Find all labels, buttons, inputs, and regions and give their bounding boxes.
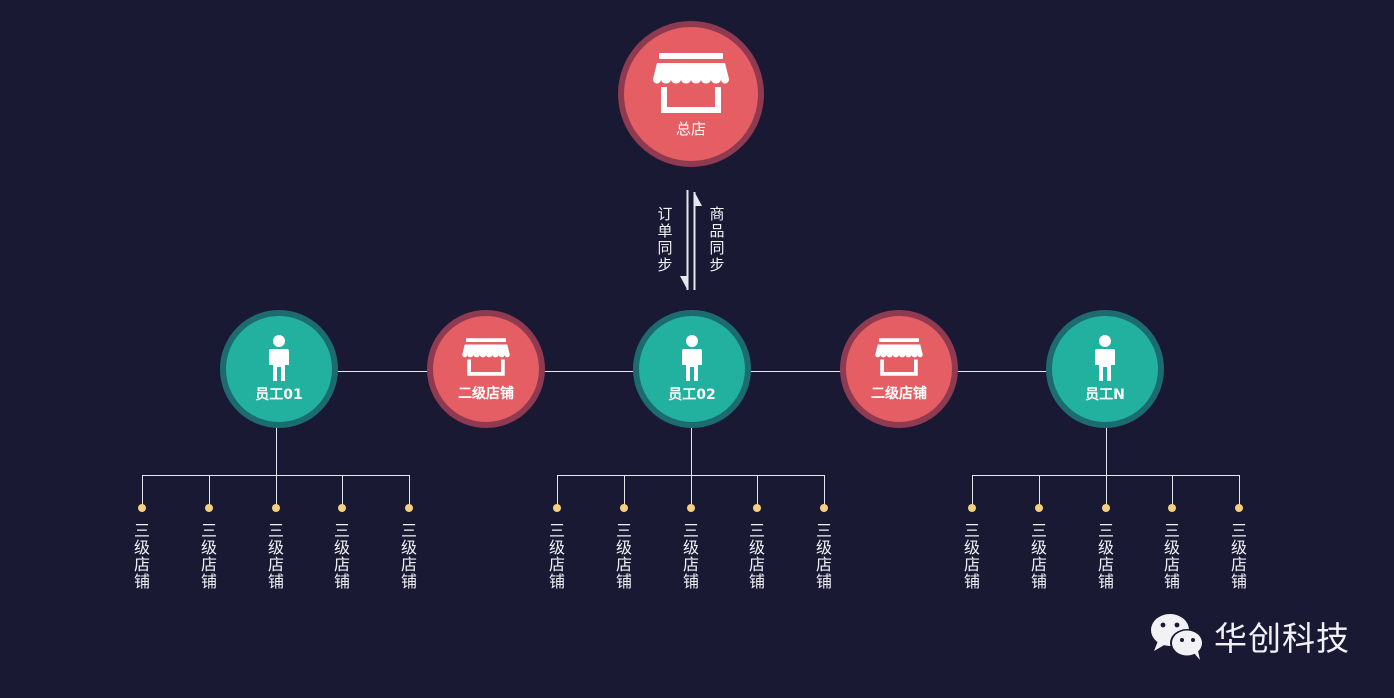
leaf-stem xyxy=(1106,475,1107,506)
leaf-dot xyxy=(620,504,628,512)
leaf-dot xyxy=(272,504,280,512)
brand-watermark: 华创科技 xyxy=(1148,608,1350,664)
person-icon xyxy=(1095,335,1115,381)
tertiary-store-label: 三级店铺 xyxy=(615,521,632,591)
tertiary-store-label: 三级店铺 xyxy=(815,521,832,591)
leaf-dot xyxy=(820,504,828,512)
leaf-stem xyxy=(757,475,758,506)
leaf-dot xyxy=(753,504,761,512)
leaf-stem xyxy=(209,475,210,506)
drop-line-3 xyxy=(1106,426,1107,476)
shop-icon xyxy=(462,338,510,376)
leaf-dot xyxy=(205,504,213,512)
leaf-stem xyxy=(624,475,625,506)
leaf-stem xyxy=(972,475,973,506)
shop-icon xyxy=(875,338,923,376)
drop-line-2 xyxy=(691,426,692,476)
tertiary-store-label: 三级店铺 xyxy=(1230,521,1247,591)
secondary-store-node-2: 二级店铺 xyxy=(840,310,958,428)
leaf-stem xyxy=(409,475,410,506)
leaf-stem xyxy=(557,475,558,506)
tertiary-store-label: 三级店铺 xyxy=(1097,521,1114,591)
tertiary-store-label: 三级店铺 xyxy=(548,521,565,591)
secondary-store-label: 二级店铺 xyxy=(458,386,514,402)
leaf-stem xyxy=(142,475,143,506)
leaf-dot xyxy=(405,504,413,512)
sync-arrows xyxy=(680,190,702,290)
employee-node-n: 员工N xyxy=(1046,310,1164,428)
hq-node: 总店 xyxy=(618,21,764,167)
leaf-dot xyxy=(553,504,561,512)
secondary-store-label: 二级店铺 xyxy=(871,386,927,402)
tertiary-store-label: 三级店铺 xyxy=(748,521,765,591)
employee-node-02: 员工02 xyxy=(633,310,751,428)
person-icon xyxy=(269,335,289,381)
employee-label: 员工N xyxy=(1085,387,1125,403)
leaf-dot xyxy=(338,504,346,512)
leaf-dot xyxy=(1102,504,1110,512)
leaf-dot xyxy=(687,504,695,512)
tertiary-store-label: 三级店铺 xyxy=(963,521,980,591)
tertiary-store-label: 三级店铺 xyxy=(267,521,284,591)
tertiary-store-label: 三级店铺 xyxy=(1163,521,1180,591)
tertiary-store-label: 三级店铺 xyxy=(133,521,150,591)
employee-node-01: 员工01 xyxy=(220,310,338,428)
order-sync-arrowhead xyxy=(680,276,688,290)
leaf-dot xyxy=(1235,504,1243,512)
leaf-dot xyxy=(138,504,146,512)
tertiary-store-label: 三级店铺 xyxy=(400,521,417,591)
person-icon xyxy=(682,335,702,381)
leaf-stem xyxy=(1239,475,1240,506)
leaf-stem xyxy=(1172,475,1173,506)
leaf-dot xyxy=(968,504,976,512)
goods-sync-label: 商品同步 xyxy=(709,205,725,274)
leaf-stem xyxy=(342,475,343,506)
leaf-stem xyxy=(276,475,277,506)
wechat-icon xyxy=(1151,614,1204,660)
employee-label: 员工02 xyxy=(668,387,716,403)
leaf-stem xyxy=(824,475,825,506)
tertiary-store-label: 三级店铺 xyxy=(333,521,350,591)
tertiary-store-label: 三级店铺 xyxy=(200,521,217,591)
brand-name: 华创科技 xyxy=(1214,619,1350,658)
hq-label: 总店 xyxy=(675,120,706,138)
leaf-dot xyxy=(1035,504,1043,512)
leaf-dot xyxy=(1168,504,1176,512)
order-sync-label: 订单同步 xyxy=(657,205,673,274)
shop-icon xyxy=(653,53,729,113)
tertiary-store-label: 三级店铺 xyxy=(1030,521,1047,591)
employee-label: 员工01 xyxy=(255,387,303,403)
tertiary-store-label: 三级店铺 xyxy=(682,521,699,591)
drop-line-1 xyxy=(276,426,277,476)
goods-sync-arrowhead xyxy=(694,192,702,206)
secondary-store-node-1: 二级店铺 xyxy=(427,310,545,428)
leaf-stem xyxy=(1039,475,1040,506)
leaf-stem xyxy=(691,475,692,506)
